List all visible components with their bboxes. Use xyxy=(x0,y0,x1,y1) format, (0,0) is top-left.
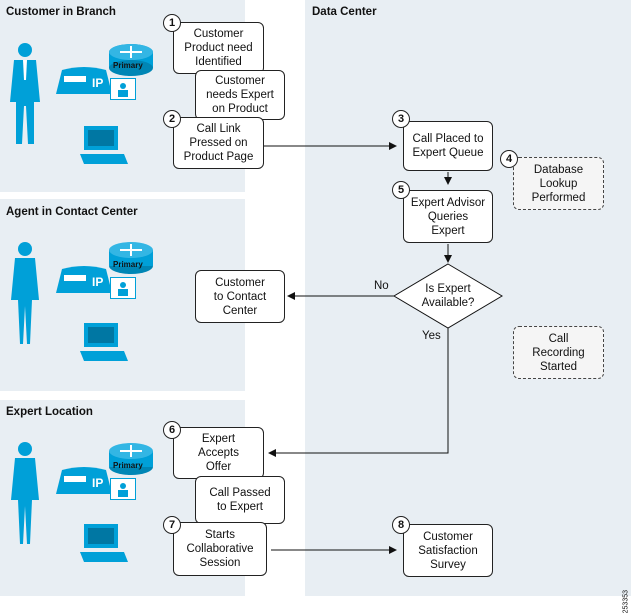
branch-label-no: No xyxy=(374,280,389,292)
step-number-2: 2 xyxy=(163,110,181,128)
pc-icon xyxy=(80,323,128,361)
user-card-icon xyxy=(110,277,136,299)
section-title-expert: Expert Location xyxy=(6,406,93,418)
ip-phone-icon xyxy=(56,467,112,494)
expert-person-icon xyxy=(11,442,39,544)
ip-label: IP xyxy=(92,275,104,289)
step-call-link-pressed: Call Link Pressed on Product Page xyxy=(173,117,264,169)
primary-label: Primary xyxy=(113,260,143,269)
ip-phone-icon xyxy=(56,67,112,94)
section-title-agent: Agent in Contact Center xyxy=(6,206,138,218)
step-call-passed-to-expert: Call Passed to Expert xyxy=(195,476,285,524)
step-expert-accepts-offer: Expert Accepts Offer xyxy=(173,427,264,479)
primary-label: Primary xyxy=(113,461,143,470)
step-number-8: 8 xyxy=(392,516,410,534)
step-expert-advisor-queries: Expert Advisor Queries Expert xyxy=(403,190,493,243)
step-customer-satisfaction-survey: Customer Satisfaction Survey xyxy=(403,524,493,577)
ip-label: IP xyxy=(92,76,104,90)
ip-phone-icon xyxy=(56,266,112,293)
user-card-icon xyxy=(110,478,136,500)
pc-icon xyxy=(80,524,128,562)
step-customer-needs-expert: Customer needs Expert on Product xyxy=(195,70,285,120)
step-number-4: 4 xyxy=(500,150,518,168)
step-customer-need-identified: Customer Product need Identified xyxy=(173,22,264,74)
figure-id: 253353 xyxy=(622,590,629,613)
step-number-3: 3 xyxy=(392,110,410,128)
section-title-branch: Customer in Branch xyxy=(6,6,116,18)
step-call-recording-started: Call Recording Started xyxy=(513,326,604,379)
flow-connectors xyxy=(264,142,503,554)
step-customer-to-contact-center: Customer to Contact Center xyxy=(195,270,285,323)
step-call-placed-to-queue: Call Placed to Expert Queue xyxy=(403,121,493,171)
pc-icon xyxy=(80,126,128,164)
step-starts-collaborative-session: Starts Collaborative Session xyxy=(173,522,267,576)
router-icon xyxy=(109,443,153,475)
step-number-6: 6 xyxy=(163,421,181,439)
step-database-lookup: Database Lookup Performed xyxy=(513,157,604,210)
branch-label-yes: Yes xyxy=(422,330,441,342)
arrow-decision-yes xyxy=(268,328,449,457)
step-number-5: 5 xyxy=(392,181,410,199)
step-number-1: 1 xyxy=(163,14,181,32)
step-number-7: 7 xyxy=(163,516,181,534)
router-icon xyxy=(109,44,153,76)
ip-label: IP xyxy=(92,476,104,490)
section-title-datacenter: Data Center xyxy=(312,6,377,18)
user-card-icon xyxy=(110,78,136,100)
agent-person-icon xyxy=(11,242,39,344)
customer-person-icon xyxy=(10,43,40,144)
primary-label: Primary xyxy=(113,61,143,70)
router-icon xyxy=(109,242,153,274)
decision-expert-available-text: Is Expert Available? xyxy=(421,283,475,309)
decision-diamond xyxy=(393,263,503,329)
